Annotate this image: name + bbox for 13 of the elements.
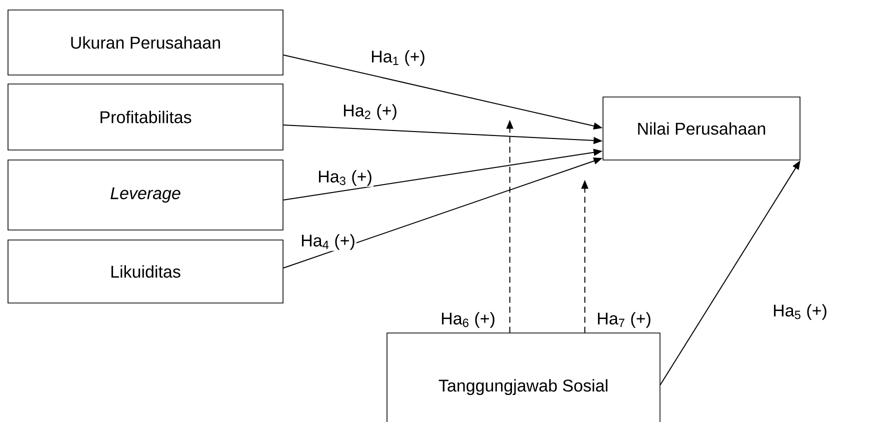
edge-label: Ha$_{3}$ (+) xyxy=(316,169,374,187)
text-box: Tanggungjawab Sosial xyxy=(386,332,660,422)
text-box: Profitabilitas xyxy=(8,84,284,150)
text-box: Ukuran Perusahaan xyxy=(8,10,284,76)
text-box: Leverage xyxy=(8,160,284,230)
edge-label: Ha$_{1}$ (+) xyxy=(370,49,426,67)
edge-label: Ha$_{7}$ (+) xyxy=(596,311,652,329)
edge-label: Ha$_{6}$ (+) xyxy=(440,311,496,329)
edge-label: Ha$_{5}$ (+) xyxy=(772,303,828,321)
text-box: Nilai Perusahaan xyxy=(602,96,800,160)
edge-label: Ha$_{4}$ (+) xyxy=(300,233,356,251)
edge-label: Ha$_{2}$ (+) xyxy=(342,103,398,121)
text-box: Likuiditas xyxy=(8,240,284,304)
